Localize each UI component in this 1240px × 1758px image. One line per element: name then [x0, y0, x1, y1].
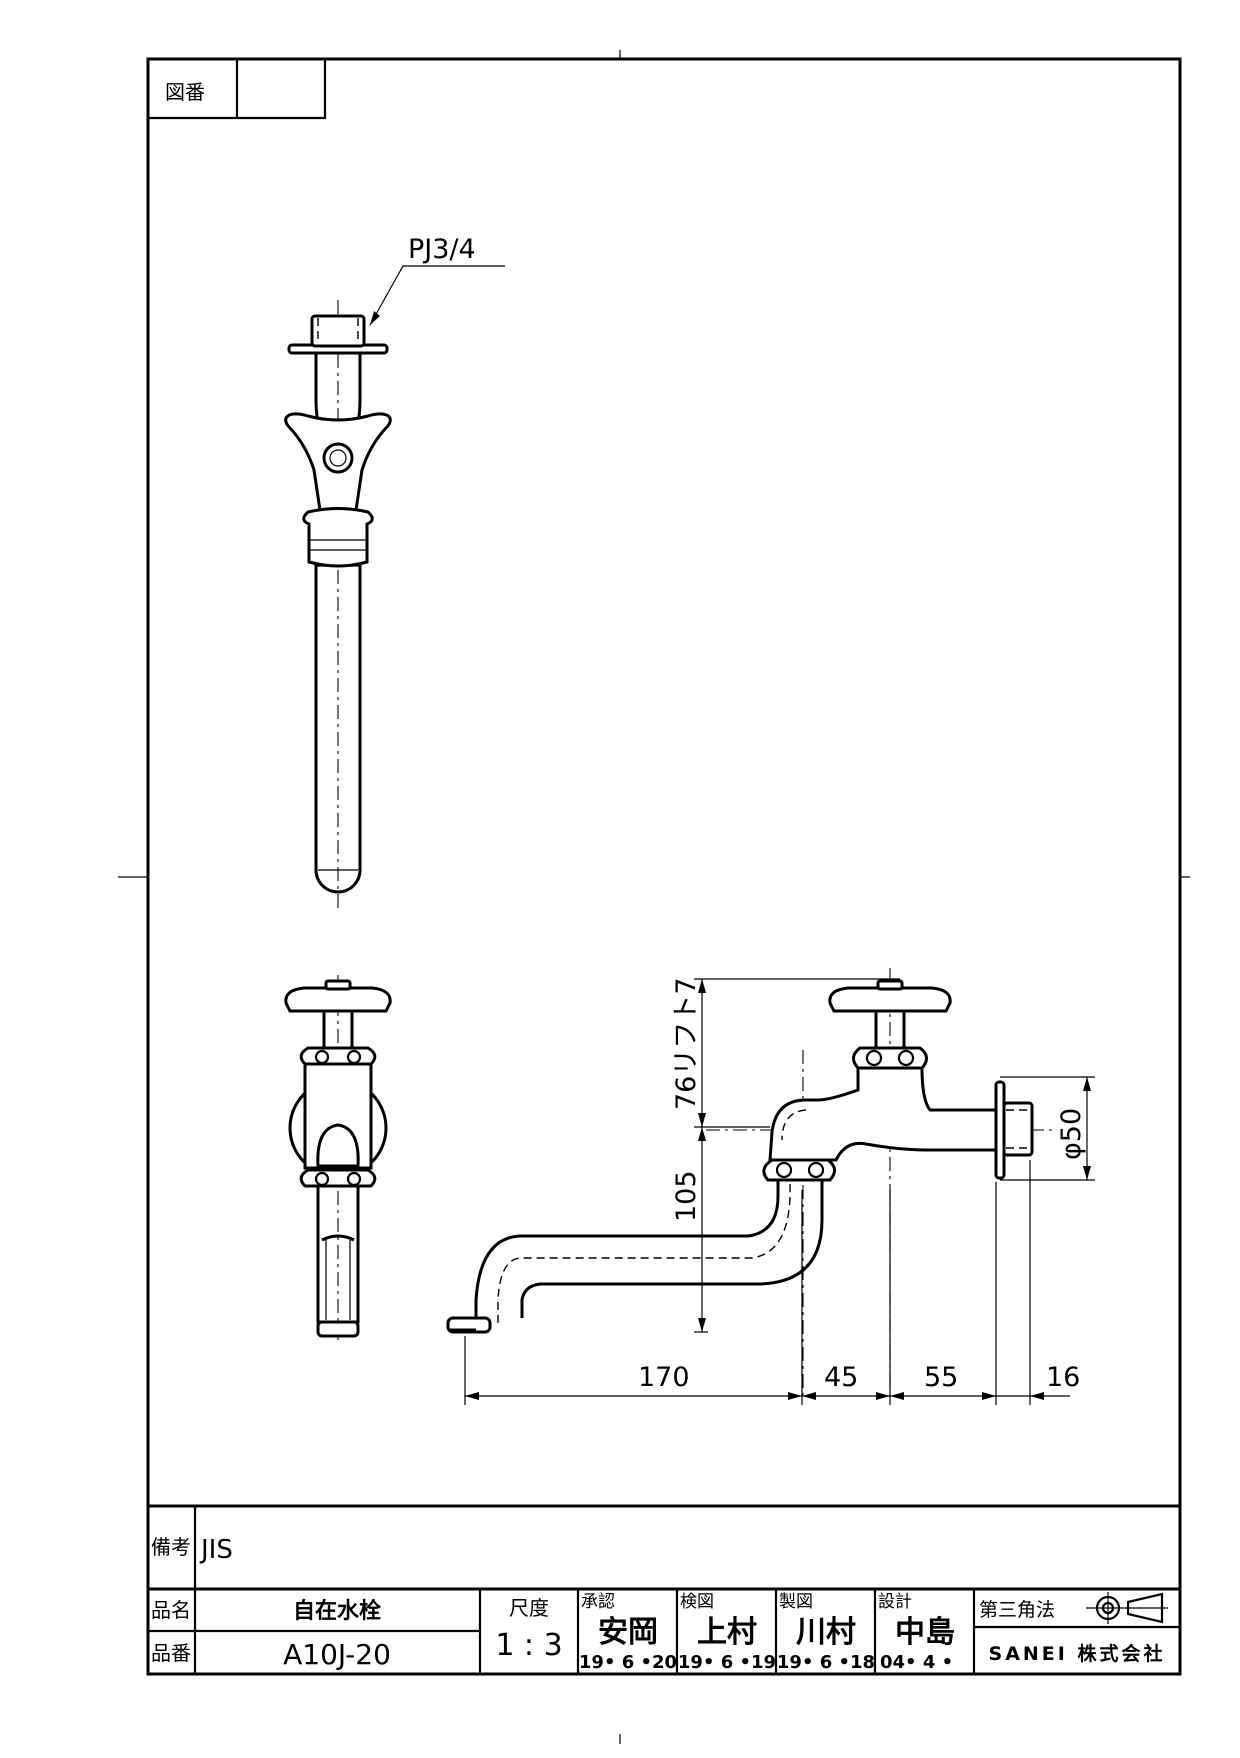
- approval-date: 19• 6 •19: [678, 1652, 776, 1673]
- width-45-dimension: 45: [824, 1362, 858, 1393]
- approval-role: 承認: [581, 1592, 615, 1612]
- approval-cell: 検図 上村 19• 6 •19: [678, 1592, 776, 1673]
- drawing-border: [146, 57, 1182, 1676]
- title-block: 備考 JIS 品名 自在水栓 品番 A10J-20 尺度 1 : 3 承認 安岡…: [148, 1504, 1180, 1674]
- approval-cell: 製図 川村 19• 6 •18: [777, 1592, 875, 1673]
- approval-role: 設計: [878, 1592, 912, 1612]
- notes-value: JIS: [199, 1535, 233, 1565]
- approval-name: 上村: [697, 1615, 757, 1650]
- diameter-dimension: φ50: [1056, 1108, 1087, 1160]
- approval-cell: 承認 安岡 19• 6 •20: [579, 1592, 677, 1673]
- approval-date: 19• 6 •18: [777, 1652, 875, 1673]
- third-angle-projection-icon: [1086, 1592, 1168, 1624]
- projection-label: 第三角法: [979, 1599, 1055, 1621]
- top-view: PJ3/4: [284, 234, 505, 910]
- thread-callout: PJ3/4: [408, 234, 476, 265]
- centering-marks: [118, 50, 1190, 1744]
- approval-cell: 設計 中島 04• 4 •: [878, 1592, 955, 1673]
- product-name-label: 品名: [151, 1598, 191, 1622]
- drawing-number-label: 図番: [165, 80, 205, 104]
- approval-name: 中島: [895, 1615, 955, 1650]
- drawing-number-box: 図番: [148, 59, 327, 120]
- company-name: SANEI 株式会社: [989, 1642, 1166, 1665]
- approval-name: 安岡: [598, 1615, 658, 1650]
- product-number-label: 品番: [151, 1641, 191, 1665]
- scale-value: 1 : 3: [495, 1628, 562, 1663]
- front-view: [284, 975, 392, 1340]
- approval-role: 製図: [779, 1592, 813, 1612]
- width-16-dimension: 16: [1046, 1362, 1080, 1393]
- approval-date: 19• 6 •20: [579, 1652, 677, 1673]
- product-name-value: 自在水栓: [293, 1598, 381, 1624]
- lift-dimension: 76リフト7: [671, 977, 702, 1110]
- notes-label: 備考: [151, 1535, 191, 1559]
- scale-label: 尺度: [509, 1596, 549, 1620]
- approval-role: 検図: [680, 1592, 714, 1612]
- height-dimension: 105: [671, 1170, 702, 1222]
- side-view: 76リフト7 105 φ50 170 45 55 16: [446, 968, 1095, 1405]
- width-55-dimension: 55: [924, 1362, 958, 1393]
- product-number-value: A10J-20: [283, 1638, 391, 1671]
- width-170-dimension: 170: [638, 1362, 690, 1393]
- approval-name: 川村: [796, 1615, 856, 1650]
- approval-date: 04• 4 •: [880, 1652, 953, 1673]
